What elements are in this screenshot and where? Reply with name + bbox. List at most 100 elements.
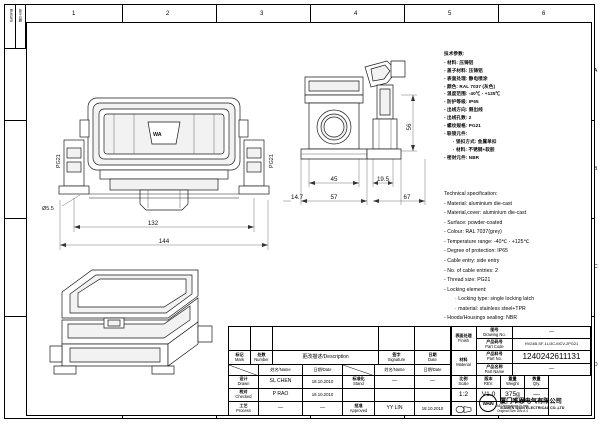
- svg-text:19.5: 19.5: [377, 176, 390, 183]
- subheader-name-label: 姓名/Name: [270, 366, 291, 372]
- weight-value-cell: 375g: [501, 389, 525, 402]
- qty-value-cell: —: [525, 389, 549, 402]
- zone-label-side-b: B: [594, 166, 598, 172]
- company-name-en: XIAMEN WAIN ELECTRICAL CO.,LTD: [500, 406, 565, 410]
- drawn-date-value: 18.10.2010: [311, 378, 334, 384]
- en-spec-item: - Locking element:: [444, 286, 487, 293]
- role-date-process: —: [303, 402, 343, 416]
- front-view-drawing: WA PG21 PG21: [40, 40, 290, 265]
- svg-text:56: 56: [406, 123, 413, 130]
- role-date-drawn: 18.10.2010: [303, 376, 343, 389]
- approved-name-value: YY LIN: [386, 405, 403, 412]
- svg-text:Ø5.5: Ø5.5: [42, 206, 54, 212]
- first-angle-projection-icon: [455, 405, 471, 413]
- zone-tick: [122, 416, 123, 419]
- zone-label-top-1: 1: [72, 11, 76, 17]
- subheader-date-left: 日期/Date: [303, 365, 343, 376]
- rev-grid-cell: [251, 339, 273, 351]
- chinese-specification-block: 技术参数: - 材料: 压铸铝 - 盖子材料: 压铸铝 - 表面处理: 静电喷涂…: [444, 50, 564, 161]
- drawing-no-label-cn: 图号: [490, 327, 499, 332]
- zone-tick: [216, 416, 217, 419]
- part-code-label-cn: 产品码号: [486, 339, 503, 344]
- note-line-1: All Dimensions in mm: [496, 404, 529, 409]
- role-date-checked: 18.10.2010: [303, 389, 343, 402]
- col-header-number-en: Number: [254, 356, 269, 362]
- part-no-label-cn: 产品料号: [486, 351, 503, 357]
- col-header-mark-cn: 标记: [235, 351, 244, 357]
- zone-tick: [122, 4, 123, 22]
- rev-grid-cell: [415, 327, 451, 339]
- checked-name-value: P RAO: [272, 391, 289, 398]
- role-label-process: 工艺 Process: [229, 402, 259, 416]
- en-spec-heading: Technical specification:: [444, 191, 498, 197]
- cn-spec-item: - 出线孔数: 2: [444, 115, 472, 121]
- rev-grid-cell: [251, 327, 273, 339]
- role-stand-en: Stand: [353, 381, 364, 386]
- en-spec-item: - Thread size: PG21: [444, 277, 491, 284]
- role-date-blank: [415, 389, 451, 402]
- diagonal-cell-right: [343, 365, 375, 376]
- svg-text:PG21: PG21: [56, 154, 62, 168]
- revision-margin-box: [5, 5, 26, 49]
- company-name-cn: 厦门唯恩电气有限公司: [500, 398, 562, 405]
- cn-spec-item: - 密封元件: NBR: [444, 154, 480, 160]
- zone-tick: [592, 218, 595, 219]
- en-spec-item: - Material,cover: aluminium die-cast: [444, 210, 527, 217]
- rev-grid-cell: [273, 339, 379, 351]
- drawing-no-label: 图号 Drawing No.: [477, 327, 513, 339]
- zone-tick: [498, 4, 499, 22]
- role-label-checked: 校对 Checked: [229, 389, 259, 402]
- title-block: 标记 Mark 处数 Number 更改描述/Description 签字 Si…: [228, 326, 592, 416]
- rev-label-cn: 版本: [484, 376, 493, 382]
- drawing-no-value-cell: —: [513, 327, 591, 339]
- wain-logo-text: WAIN: [482, 400, 494, 406]
- svg-text:45: 45: [331, 176, 338, 183]
- role-name-stand: —: [375, 376, 415, 389]
- rev-grid-cell: [229, 339, 251, 351]
- col-header-date: 日期 Date: [415, 351, 451, 365]
- role-label-drawn: 设计 Drawn: [229, 376, 259, 389]
- rev-grid-cell: [273, 327, 379, 339]
- col-header-signature-en: Signature: [387, 356, 406, 362]
- en-spec-item: - Colour: RAL 7037(grey): [444, 229, 502, 236]
- part-name-label: 产品名称 Part Name: [477, 364, 513, 376]
- company-branding: WAIN 厦门唯恩电气有限公司 XIAMEN WAIN ELECTRICAL C…: [477, 391, 593, 415]
- col-header-mark: 标记 Mark: [229, 351, 251, 365]
- en-spec-item: - Cable entry: side entry: [444, 257, 500, 264]
- drawing-no-label-en: Drawing No.: [483, 331, 506, 337]
- svg-text:WA: WA: [153, 132, 162, 138]
- col-header-number: 处数 Number: [251, 351, 273, 365]
- part-name-value-cell: —: [513, 364, 591, 376]
- cn-spec-item: - 螺纹规格: PG21: [444, 123, 481, 129]
- finish-label: 表面处理 Finish: [451, 327, 477, 351]
- zone-tick: [498, 416, 499, 419]
- en-spec-item: - Temperature range: -40℃ - +125℃: [444, 238, 530, 245]
- finish-label-cn: 表面处理: [455, 332, 472, 338]
- col-header-signature-cn: 签字: [392, 351, 401, 357]
- part-no-value: 1240242611131: [522, 352, 581, 362]
- rev-grid-cell: [229, 327, 251, 339]
- scale-value-cell: 1:2: [451, 389, 477, 402]
- part-no-value-cell: 1240242611131: [513, 351, 591, 364]
- en-spec-item: - Degree of protection: IP65: [444, 248, 508, 255]
- zone-label-side-a: A: [594, 68, 598, 74]
- note-line-2: Original Size DIN A 4: [497, 409, 528, 413]
- cn-spec-item: - 防护等级: IP65: [444, 99, 479, 105]
- cn-spec-item: - 颜色: RAL 7037 (灰色): [444, 83, 496, 89]
- role-process-cn: 工艺: [239, 403, 248, 409]
- sheet-outer-border: [4, 4, 595, 419]
- diagonal-cell-left: [229, 365, 259, 376]
- subheader-date-right: 日期/Date: [415, 365, 451, 376]
- svg-text:144: 144: [159, 238, 170, 245]
- rev-grid-cell: [379, 327, 415, 339]
- role-name-process: —: [259, 402, 303, 416]
- scale-label-en: Scale: [458, 381, 469, 386]
- weight-label-en: Weight: [506, 381, 519, 386]
- weight-label: 重量 Weight: [501, 376, 525, 389]
- part-name-value: —: [548, 365, 555, 372]
- stand-name-value: —: [391, 378, 398, 385]
- role-checked-cn: 校对: [239, 389, 248, 395]
- rev-label-en: REV.: [483, 381, 494, 386]
- margin-label-mark: 更改标记: [8, 9, 13, 23]
- scale-label-cn: 比例: [459, 376, 468, 382]
